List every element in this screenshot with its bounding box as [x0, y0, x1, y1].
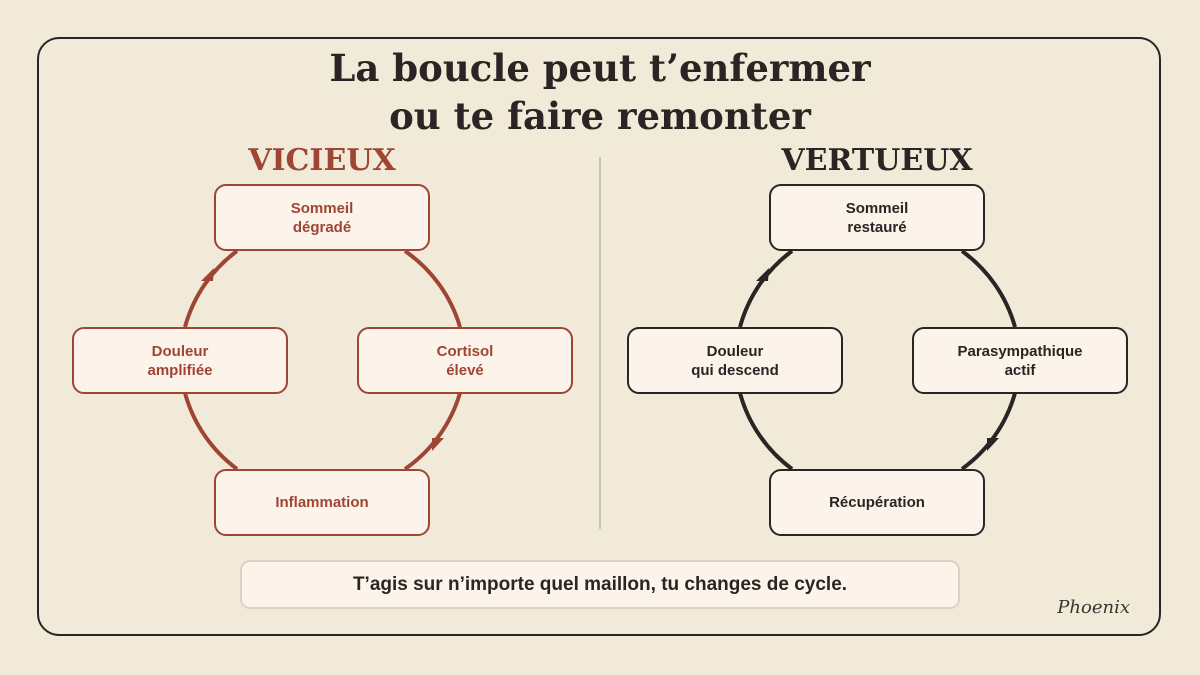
brand-signature: Phoenix: [1057, 597, 1130, 618]
virtuous-heading: VERTUEUX: [781, 143, 973, 178]
vicious-arc-top-right: [403, 249, 462, 328]
title-line-2: ou te faire remonter: [389, 94, 811, 138]
virtuous-node-parasympathetic-label: Parasympathique actif: [957, 342, 1083, 379]
virtuous-node-sleep: Sommeil restauré: [769, 184, 985, 251]
virtuous-arc-right-bottom: [960, 392, 1017, 471]
virtuous-arc-top-right: [960, 249, 1017, 328]
page-title: La boucle peut t’enfermer ou te faire re…: [0, 44, 1200, 140]
vicious-arrowheads: [201, 268, 444, 451]
vicious-arrow-up-left: [201, 268, 214, 281]
virtuous-arrowheads: [756, 268, 999, 451]
title-line-1: La boucle peut t’enfermer: [329, 46, 871, 90]
center-divider: [599, 157, 601, 529]
vicious-node-cortisol: Cortisol élevé: [357, 327, 573, 394]
virtuous-arc-bottom-left: [738, 392, 794, 471]
vicious-node-sleep: Sommeil dégradé: [214, 184, 430, 251]
virtuous-node-pain: Douleur qui descend: [627, 327, 843, 394]
vicious-node-pain-label: Douleur amplifiée: [147, 342, 213, 379]
virtuous-node-pain-label: Douleur qui descend: [691, 342, 779, 379]
virtuous-cycle-loop: [738, 249, 1017, 471]
vicious-node-sleep-label: Sommeil dégradé: [290, 199, 354, 236]
vicious-node-pain: Douleur amplifiée: [72, 327, 288, 394]
virtuous-node-parasympathetic: Parasympathique actif: [912, 327, 1128, 394]
virtuous-arrow-up-left: [756, 268, 769, 281]
footer-callout: T’agis sur n’importe quel maillon, tu ch…: [240, 560, 960, 609]
virtuous-node-recovery: Récupération: [769, 469, 985, 536]
virtuous-node-sleep-label: Sommeil restauré: [845, 199, 909, 236]
vicious-cycle-loop: [183, 249, 462, 471]
vicious-arc-bottom-left: [183, 392, 239, 471]
vicious-arrow-down-right: [432, 438, 444, 451]
vicious-node-cortisol-label: Cortisol élevé: [436, 342, 494, 379]
virtuous-arc-left-top: [738, 249, 794, 328]
vicious-arc-left-top: [183, 249, 239, 328]
footer-text: T’agis sur n’importe quel maillon, tu ch…: [352, 573, 848, 595]
virtuous-node-recovery-label: Récupération: [829, 494, 925, 511]
vicious-arc-right-bottom: [403, 392, 462, 471]
virtuous-arrow-down-right: [987, 438, 999, 451]
vicious-node-inflammation-label: Inflammation: [275, 494, 369, 511]
vicious-heading: VICIEUX: [248, 143, 396, 178]
vicious-node-inflammation: Inflammation: [214, 469, 430, 536]
